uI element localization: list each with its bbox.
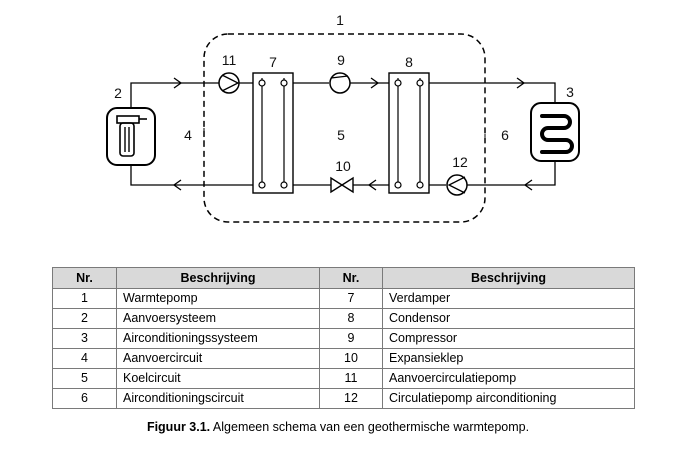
flow-arrows (172, 77, 533, 191)
cell-description: Circulatiepomp airconditioning (382, 388, 635, 409)
cell-description: Aanvoercircuit (116, 348, 320, 369)
label-expansion-valve: 10 (335, 158, 351, 174)
pump-icon (218, 72, 240, 94)
label-evaporator: 7 (269, 54, 277, 70)
cell-description: Warmtepomp (116, 288, 320, 309)
radiator-coil-icon (530, 102, 580, 162)
header-beschrijving: Beschrijving (116, 267, 320, 289)
label-boundary: 1 (336, 12, 344, 28)
cell-nr: 9 (319, 328, 383, 349)
cell-description: Aanvoersysteem (116, 308, 320, 329)
header-nr: Nr. (52, 267, 117, 289)
cell-nr: 4 (52, 348, 117, 369)
label-supply-pump: 11 (222, 52, 237, 68)
cell-nr: 5 (52, 368, 117, 389)
legend-table: Nr. Beschrijving Nr. Beschrijving 1 Warm… (52, 267, 635, 409)
cell-description: Koelcircuit (116, 368, 320, 389)
expansion-valve-icon (330, 176, 354, 194)
table-row: 2 Aanvoersysteem 8 Condensor (52, 308, 635, 329)
cell-nr: 6 (52, 388, 117, 409)
table-row: 4 Aanvoercircuit 10 Expansieklep (52, 348, 635, 369)
cell-description: Expansieklep (382, 348, 635, 369)
cell-nr: 11 (319, 368, 383, 389)
cell-nr: 12 (319, 388, 383, 409)
label-supply-system: 2 (114, 85, 122, 101)
heat-exchanger-icon (388, 72, 430, 194)
heat-exchanger-icon (252, 72, 294, 194)
cell-description: Condensor (382, 308, 635, 329)
label-ac-pump: 12 (452, 154, 468, 170)
cell-nr: 8 (319, 308, 383, 329)
cell-description: Airconditioningssysteem (116, 328, 320, 349)
cell-description: Verdamper (382, 288, 635, 309)
heat-pump-diagram: 1 2 3 4 5 6 7 8 9 10 11 12 (106, 12, 580, 223)
cell-nr: 1 (52, 288, 117, 309)
figure-caption-prefix: Figuur 3.1. (146, 420, 211, 434)
figure-caption: Figuur 3.1. Algemeen schema van een geot… (0, 420, 676, 434)
cell-nr: 2 (52, 308, 117, 329)
label-ac-circuit: 6 (501, 127, 509, 143)
circuit-boundary-ticks (203, 128, 486, 146)
cell-description: Compressor (382, 328, 635, 349)
table-header-row: Nr. Beschrijving Nr. Beschrijving (52, 267, 635, 289)
heat-pump-well-icon (106, 107, 156, 166)
label-condenser: 8 (405, 54, 413, 70)
label-compressor: 9 (337, 52, 345, 68)
table-row: 5 Koelcircuit 11 Aanvoercirculatiepomp (52, 368, 635, 389)
cell-description: Airconditioningscircuit (116, 388, 320, 409)
header-beschrijving: Beschrijving (382, 267, 635, 289)
label-supply-circuit: 4 (184, 127, 192, 143)
cell-nr: 3 (52, 328, 117, 349)
cell-description: Aanvoercirculatiepomp (382, 368, 635, 389)
label-cooling-circuit: 5 (337, 127, 345, 143)
pump-icon (446, 174, 468, 196)
label-ac-system: 3 (566, 84, 574, 100)
cell-nr: 10 (319, 348, 383, 369)
header-nr: Nr. (319, 267, 383, 289)
table-row: 3 Airconditioningssysteem 9 Compressor (52, 328, 635, 349)
table-row: 6 Airconditioningscircuit 12 Circulatiep… (52, 388, 635, 409)
cell-nr: 7 (319, 288, 383, 309)
compressor-icon (329, 72, 351, 94)
figure-caption-text: Algemeen schema van een geothermische wa… (210, 420, 530, 434)
table-row: 1 Warmtepomp 7 Verdamper (52, 288, 635, 309)
